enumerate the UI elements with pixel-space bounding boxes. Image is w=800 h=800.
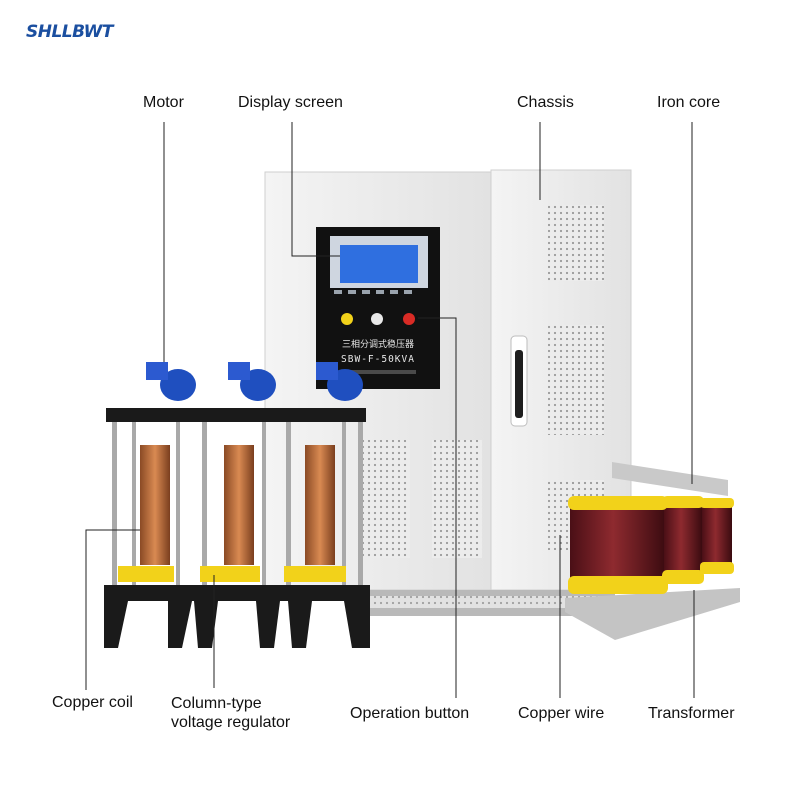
vent-upper <box>548 205 604 281</box>
label-operation-button: Operation button <box>350 705 470 722</box>
label-chassis: Chassis <box>517 94 574 111</box>
transformer <box>565 462 740 640</box>
transformer-coil-3 <box>702 502 732 568</box>
label-motor: Motor <box>143 94 184 111</box>
leader-copper-coil <box>85 529 140 690</box>
white-indicator-button <box>371 313 383 325</box>
copper-coil-column-3 <box>305 445 335 565</box>
motor-group <box>146 362 363 401</box>
panel-model: SBW-F-50KVA <box>341 354 415 365</box>
leader-display-screen <box>291 122 340 257</box>
brand-logo: SHLLBWT <box>26 22 114 42</box>
transformer-coil-1 <box>570 500 666 582</box>
leader-lines <box>85 122 695 698</box>
transformer-coil-2 <box>664 500 702 576</box>
vent-left-b <box>432 440 482 558</box>
red-stop-button <box>403 313 415 325</box>
label-transformer: Transformer <box>648 705 735 722</box>
label-column-type: Column-type voltage regulator <box>171 694 290 732</box>
label-iron-core: Iron core <box>657 94 721 111</box>
label-copper-coil: Copper coil <box>52 694 133 711</box>
label-display-screen: Display screen <box>238 94 343 111</box>
display-screen <box>340 245 418 283</box>
label-copper-wire: Copper wire <box>518 705 605 722</box>
column-regulator <box>104 362 370 648</box>
copper-coil-column-2 <box>224 445 254 565</box>
vent-left-a <box>360 440 410 558</box>
iron-core <box>612 462 728 496</box>
copper-coil-column-1 <box>140 445 170 565</box>
leader-operation-button <box>418 317 457 698</box>
yellow-indicator-button <box>341 313 353 325</box>
label-column-type-line1: Column-type <box>171 695 262 712</box>
vent-middle <box>548 325 604 435</box>
panel-title: 三相分调式稳压器 <box>342 338 414 350</box>
label-column-type-line2: voltage regulator <box>171 714 291 731</box>
